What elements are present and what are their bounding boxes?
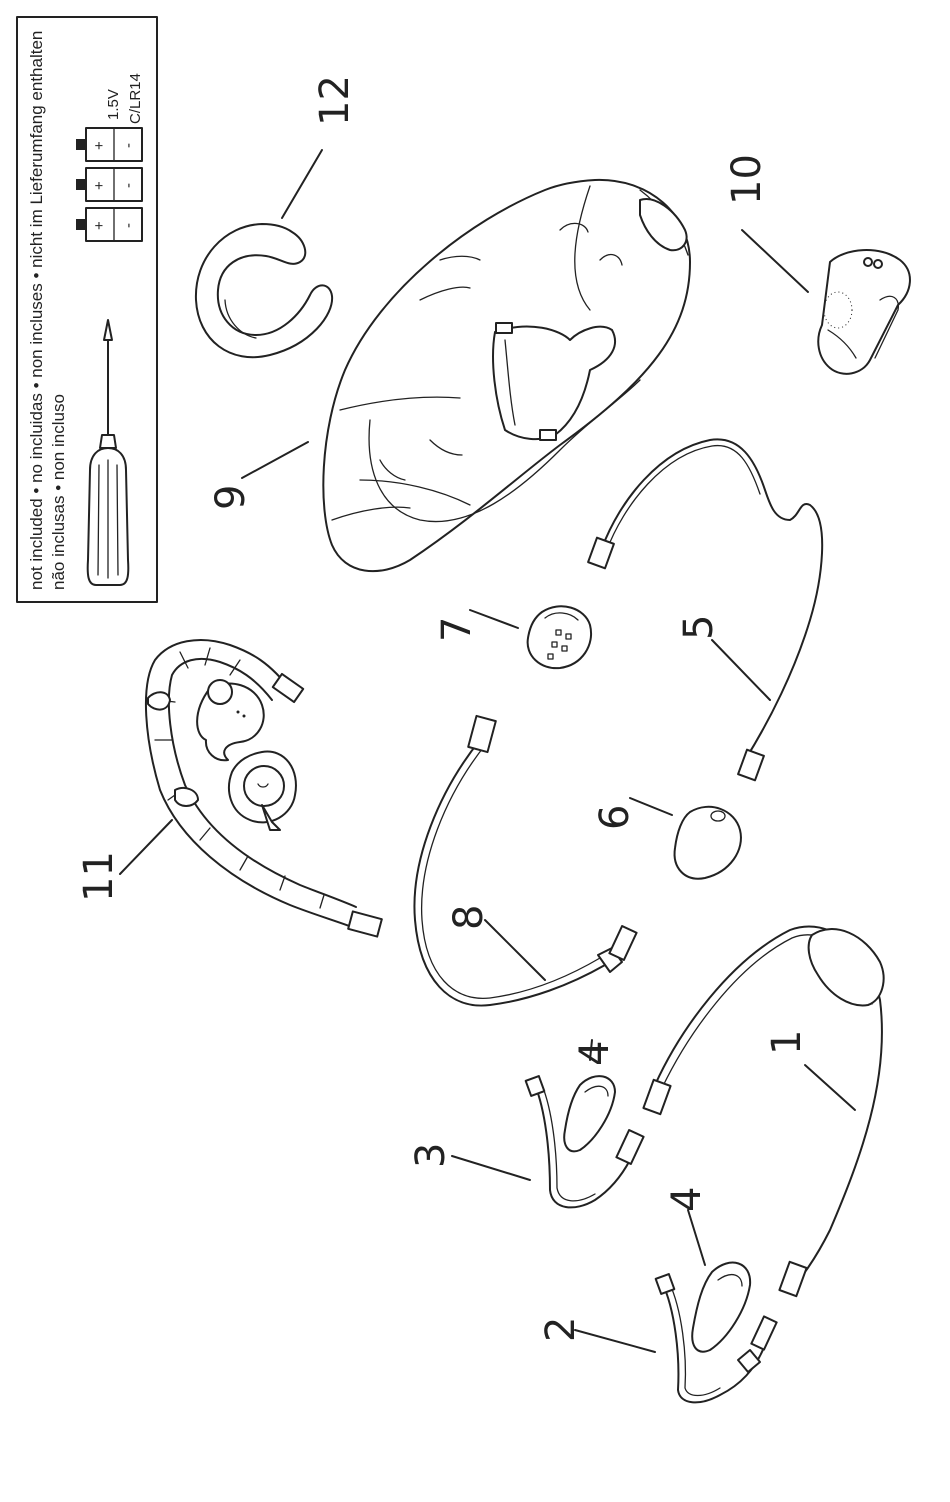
callout-5: 5 (676, 615, 722, 640)
callout-12: 12 (312, 75, 358, 126)
screwdriver-icon (88, 320, 129, 585)
part-11-toy-bar: 11 (76, 640, 382, 937)
battery-type-label: C/LR14 (127, 73, 144, 124)
part-10-motor-unit: 10 (724, 154, 910, 374)
part-8-wire: 8 (414, 716, 636, 1006)
part-7-control-pod: 7 (434, 606, 591, 668)
battery-voltage-label: 1.5V (105, 89, 122, 120)
svg-text:-: - (120, 183, 137, 188)
battery-icon: + - (76, 128, 142, 161)
part-4-cover-upper: 4 (564, 1040, 618, 1151)
svg-text:+: + (91, 141, 108, 150)
not-included-text-line1: not included • no incluidas • non inclus… (27, 31, 46, 590)
svg-text:+: + (91, 181, 108, 190)
callout-4-lower: 4 (664, 1187, 710, 1212)
callout-11: 11 (76, 851, 122, 902)
part-5-long-wire: 5 (588, 439, 822, 780)
callout-8: 8 (446, 905, 492, 930)
callout-7: 7 (434, 617, 480, 642)
callout-3: 3 (408, 1143, 454, 1168)
svg-text:+: + (91, 221, 108, 230)
svg-text:-: - (120, 223, 137, 228)
not-included-panel: not included • no incluidas • non inclus… (17, 17, 157, 602)
callout-6: 6 (592, 805, 638, 830)
callout-1: 1 (764, 1030, 810, 1055)
battery-icon: + - (76, 168, 142, 201)
part-12-head-support: 12 (196, 75, 358, 357)
svg-text:-: - (120, 143, 137, 148)
battery-icon: + - (76, 208, 142, 241)
callout-4-upper: 4 (572, 1041, 618, 1066)
part-1-main-wire: 1 (643, 926, 883, 1296)
not-included-text-line2: não inclusas • non incluso (49, 394, 68, 590)
callout-9: 9 (208, 485, 254, 510)
part-6-oval-pod: 6 (592, 798, 741, 879)
callout-10: 10 (724, 154, 770, 205)
part-4-cover-lower: 4 (664, 1187, 750, 1352)
callout-2: 2 (538, 1317, 584, 1342)
